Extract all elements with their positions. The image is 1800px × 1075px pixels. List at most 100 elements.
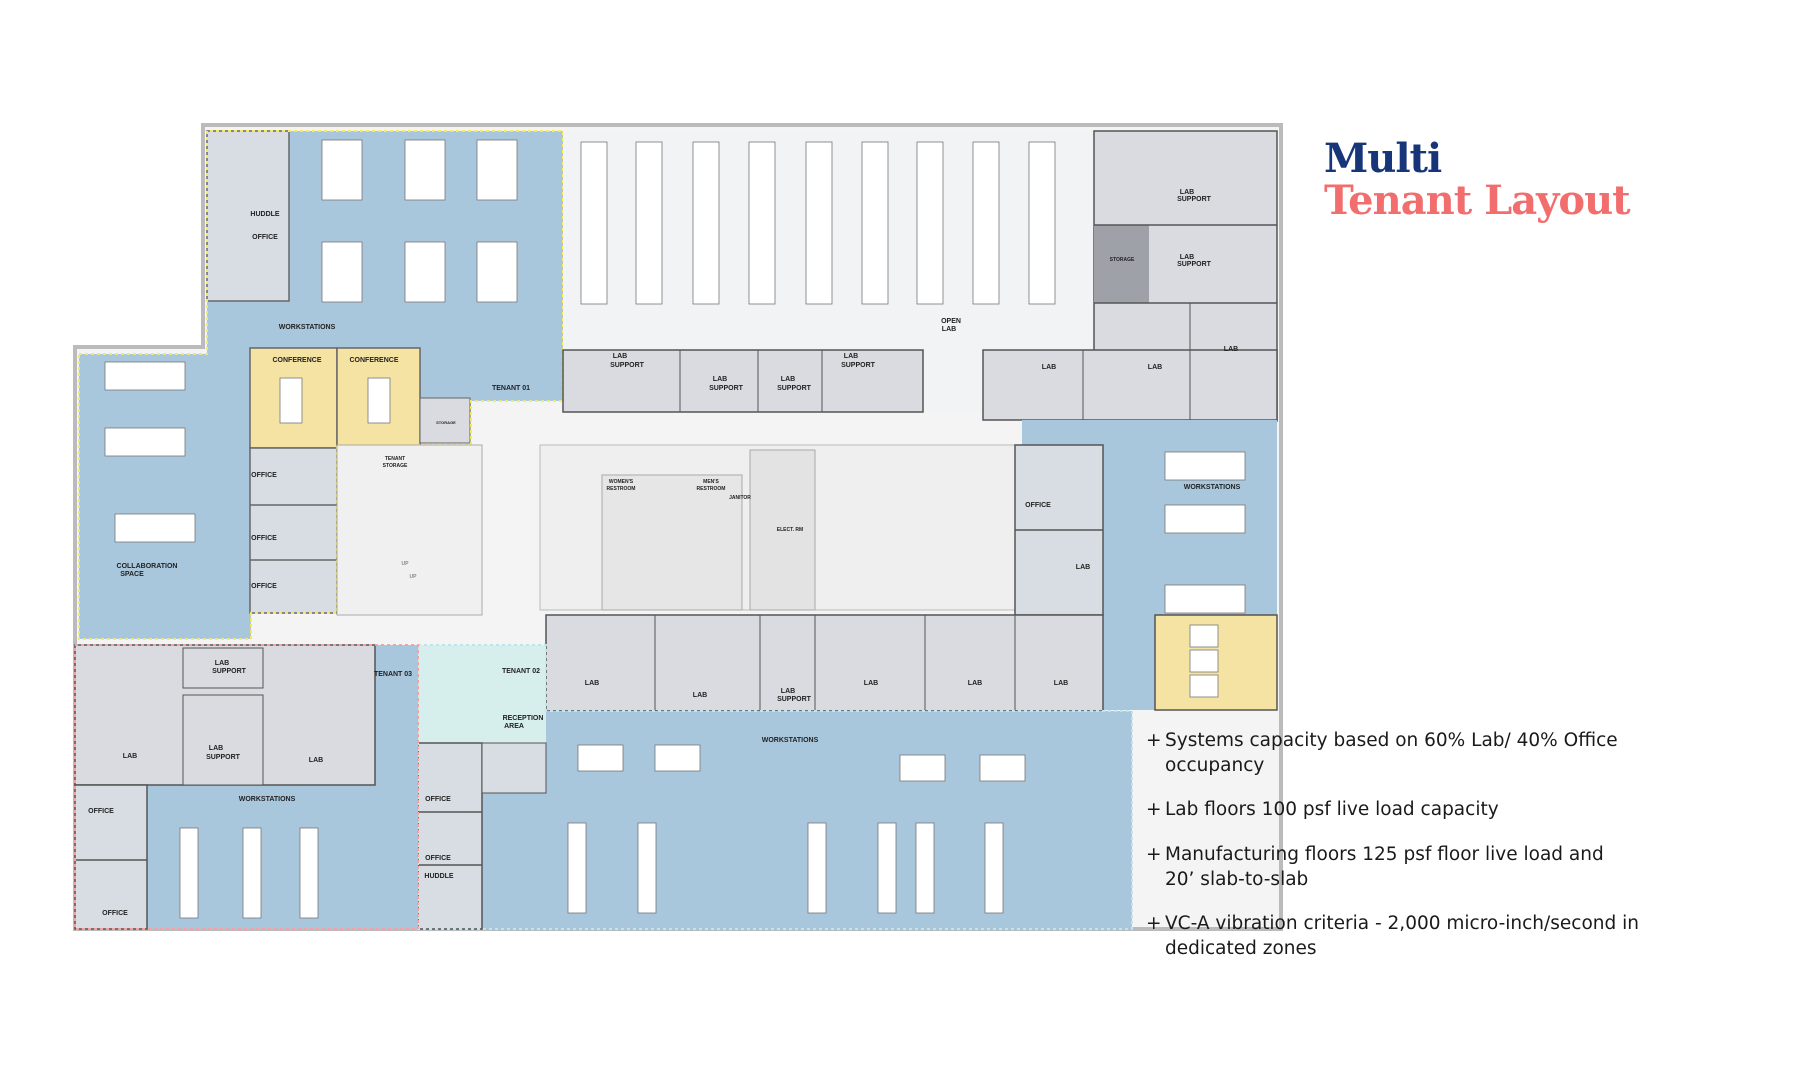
room-label: LAB (781, 376, 795, 383)
room-label: LAB (585, 680, 599, 687)
room-label: LAB (713, 376, 727, 383)
furniture (104, 139, 1246, 919)
lab-bench (692, 141, 720, 305)
room-label: LAB (844, 353, 858, 360)
desk-cluster (567, 822, 587, 914)
desk-row (1164, 584, 1246, 614)
room-label: LAB (864, 680, 878, 687)
room-label: STORAGE (383, 463, 408, 469)
desk-cluster (321, 139, 363, 201)
lab-bench (861, 141, 889, 305)
room-label: OFFICE (251, 583, 277, 590)
lab-bench (748, 141, 776, 305)
room-label: LAB (123, 753, 137, 760)
room-label: HUDDLE (424, 873, 453, 880)
room-label: LAB (781, 688, 795, 695)
room-label: WORKSTATIONS (762, 737, 819, 744)
room-label: UP (410, 574, 418, 580)
plus-icon: + (1146, 844, 1162, 865)
desk-cluster (242, 827, 262, 919)
desk-cluster (637, 822, 657, 914)
room-label: SUPPORT (841, 362, 876, 369)
room-label: RECEPTION (503, 715, 544, 722)
lab-bench (635, 141, 663, 305)
feature-item: +Lab floors 100 psf live load capacity (1146, 797, 1706, 822)
desk-cluster (877, 822, 897, 914)
room-label: OFFICE (425, 855, 451, 862)
conference-table (279, 377, 303, 424)
room-label: OFFICE (252, 234, 278, 241)
room-label: OFFICE (88, 808, 114, 815)
room-label: RESTROOM (697, 486, 726, 492)
table (899, 754, 946, 782)
feature-text: VC-A vibration criteria - 2,000 micro-in… (1165, 913, 1639, 959)
room-label: LAB (1076, 564, 1090, 571)
room-label: LAB (1042, 364, 1056, 371)
feature-text: Lab floors 100 psf live load capacity (1165, 799, 1499, 820)
conference-table (1189, 649, 1219, 673)
plus-icon: + (1146, 799, 1162, 820)
room-label: UP (402, 561, 410, 567)
desk-cluster (321, 241, 363, 303)
room-label: CONFERENCE (272, 357, 321, 364)
room-label: WORKSTATIONS (279, 324, 336, 331)
room-label: WORKSTATIONS (239, 796, 296, 803)
room-label: SUPPORT (709, 385, 744, 392)
lab-bench (972, 141, 1000, 305)
feature-list: + Systems capacity based on 60% Lab/ 40% … (1146, 728, 1706, 980)
room-label: SUPPORT (777, 696, 812, 703)
room-label: TENANT 03 (374, 671, 412, 678)
feature-text: Systems capacity based on 60% Lab/ 40% O… (1165, 730, 1618, 776)
room-label: SUPPORT (212, 668, 247, 675)
room-label: STORAGE (1110, 257, 1135, 263)
room-label: OPEN (941, 318, 961, 325)
room-label: MEN'S (703, 479, 719, 485)
room-label: OFFICE (102, 910, 128, 917)
room-label: JANITOR (729, 495, 751, 501)
desk-row (114, 513, 196, 543)
lab-bench (580, 141, 608, 305)
room-label: SUPPORT (610, 362, 645, 369)
title-line-2: Tenant Layout (1324, 177, 1631, 224)
desk-cluster (179, 827, 199, 919)
room-labels: HUDDLE OFFICE WORKSTATIONS CONFERENCE CO… (88, 189, 1240, 917)
room-label: LAB (1224, 346, 1238, 353)
room-label: LAB (942, 326, 956, 333)
room-label: HUDDLE (250, 211, 279, 218)
lab-bench (916, 141, 944, 305)
open-lab-zone (562, 130, 1278, 422)
desk-row (104, 427, 186, 457)
room-label: WORKSTATIONS (1184, 484, 1241, 491)
desk-cluster (299, 827, 319, 919)
room-label: SPACE (120, 571, 144, 578)
desk-cluster (984, 822, 1004, 914)
room-label: TENANT 02 (502, 668, 540, 675)
feature-text: Manufacturing floors 125 psf floor live … (1165, 844, 1604, 890)
room-label: WOMEN'S (609, 479, 634, 485)
feature-item: +Manufacturing floors 125 psf floor live… (1146, 842, 1706, 892)
room-label: LAB (1180, 254, 1194, 261)
desk-cluster (476, 139, 518, 201)
room-label: RESTROOM (607, 486, 636, 492)
page-title: Multi Tenant Layout (1324, 138, 1631, 224)
room-label: CONFERENCE (349, 357, 398, 364)
room-label: LAB (309, 757, 323, 764)
desk-cluster (476, 241, 518, 303)
room-label: TENANT 01 (492, 385, 530, 392)
desk-cluster (404, 139, 446, 201)
desk-cluster (915, 822, 935, 914)
table (654, 744, 701, 772)
room-label: LAB (693, 692, 707, 699)
feature-item: +VC-A vibration criteria - 2,000 micro-i… (1146, 911, 1706, 961)
lab-row-zone (545, 614, 1104, 712)
room-label: SUPPORT (777, 385, 812, 392)
conference-table (367, 377, 391, 424)
room-label: LAB (209, 745, 223, 752)
room-label: OFFICE (1025, 502, 1051, 509)
room-label: LAB (1180, 189, 1194, 196)
room-label: STORAGE (436, 420, 456, 425)
room-label: ELECT. RM (777, 527, 803, 533)
conference-table (1189, 624, 1219, 648)
lab-bench (805, 141, 833, 305)
